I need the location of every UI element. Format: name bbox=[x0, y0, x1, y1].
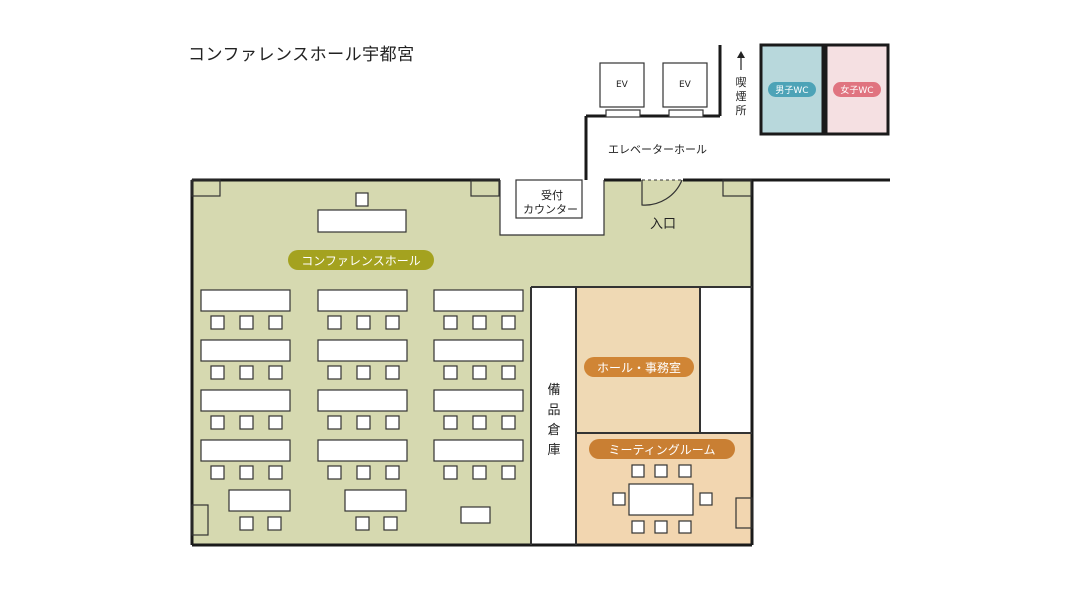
elevator-label-1: EV bbox=[616, 80, 628, 90]
chair bbox=[472, 415, 487, 430]
podium bbox=[460, 506, 491, 524]
chair bbox=[268, 365, 283, 380]
chair bbox=[268, 315, 283, 330]
chair bbox=[356, 415, 371, 430]
front-table bbox=[317, 209, 407, 233]
table bbox=[317, 439, 408, 462]
table bbox=[344, 489, 407, 512]
chair bbox=[383, 516, 398, 531]
meeting-room-label: ミーティングルーム bbox=[589, 439, 735, 459]
chair bbox=[210, 465, 225, 480]
chair bbox=[385, 365, 400, 380]
chair bbox=[443, 415, 458, 430]
table bbox=[317, 339, 408, 362]
chair bbox=[501, 465, 516, 480]
chair bbox=[356, 315, 371, 330]
chair bbox=[699, 492, 713, 506]
reception-label-2: カウンター bbox=[523, 203, 578, 216]
chair bbox=[239, 516, 254, 531]
chair bbox=[654, 464, 668, 478]
chair bbox=[443, 365, 458, 380]
table bbox=[228, 489, 291, 512]
mens-wc-label: 男子WC bbox=[768, 82, 816, 97]
chair bbox=[210, 315, 225, 330]
office-side-area bbox=[700, 287, 752, 433]
chair bbox=[385, 465, 400, 480]
chair bbox=[678, 464, 692, 478]
chair bbox=[443, 315, 458, 330]
table bbox=[433, 439, 524, 462]
table bbox=[200, 289, 291, 312]
reception-label-1: 受付 bbox=[541, 189, 563, 202]
chair bbox=[385, 315, 400, 330]
chair bbox=[472, 465, 487, 480]
page-title: コンファレンスホール宇都宮 bbox=[188, 45, 415, 65]
chair bbox=[356, 465, 371, 480]
elevator-label-2: EV bbox=[679, 80, 691, 90]
elevator-1 bbox=[599, 62, 645, 108]
table bbox=[433, 289, 524, 312]
table bbox=[317, 289, 408, 312]
chair bbox=[385, 415, 400, 430]
chair bbox=[268, 415, 283, 430]
chair bbox=[654, 520, 668, 534]
chair bbox=[267, 516, 282, 531]
smoking-area-label: 喫煙所 bbox=[735, 76, 747, 117]
entrance-label: 入口 bbox=[650, 217, 677, 232]
chair bbox=[210, 415, 225, 430]
chair bbox=[678, 520, 692, 534]
chair bbox=[327, 465, 342, 480]
chair bbox=[355, 192, 369, 207]
office-label: ホール・事務室 bbox=[584, 357, 694, 377]
table bbox=[200, 339, 291, 362]
meeting-table bbox=[628, 483, 694, 516]
elevator-2 bbox=[662, 62, 708, 108]
chair bbox=[239, 315, 254, 330]
chair bbox=[239, 465, 254, 480]
chair bbox=[356, 365, 371, 380]
table bbox=[200, 439, 291, 462]
storage-label: 備品倉庫 bbox=[547, 383, 561, 458]
chair bbox=[210, 365, 225, 380]
table bbox=[433, 389, 524, 412]
conference-hall-label: コンファレンスホール bbox=[288, 250, 434, 270]
chair bbox=[327, 365, 342, 380]
chair bbox=[443, 465, 458, 480]
chair bbox=[612, 492, 626, 506]
chair bbox=[631, 520, 645, 534]
table bbox=[317, 389, 408, 412]
chair bbox=[268, 465, 283, 480]
chair bbox=[355, 516, 370, 531]
table bbox=[433, 339, 524, 362]
chair bbox=[472, 315, 487, 330]
chair bbox=[631, 464, 645, 478]
chair bbox=[501, 365, 516, 380]
table bbox=[200, 389, 291, 412]
chair bbox=[327, 415, 342, 430]
chair bbox=[327, 315, 342, 330]
elevator-hall-label: エレベーターホール bbox=[608, 143, 707, 156]
chair bbox=[501, 315, 516, 330]
storage-area bbox=[531, 287, 576, 545]
chair bbox=[472, 365, 487, 380]
chair bbox=[239, 415, 254, 430]
chair bbox=[239, 365, 254, 380]
chair bbox=[501, 415, 516, 430]
womens-wc-label: 女子WC bbox=[833, 82, 881, 97]
